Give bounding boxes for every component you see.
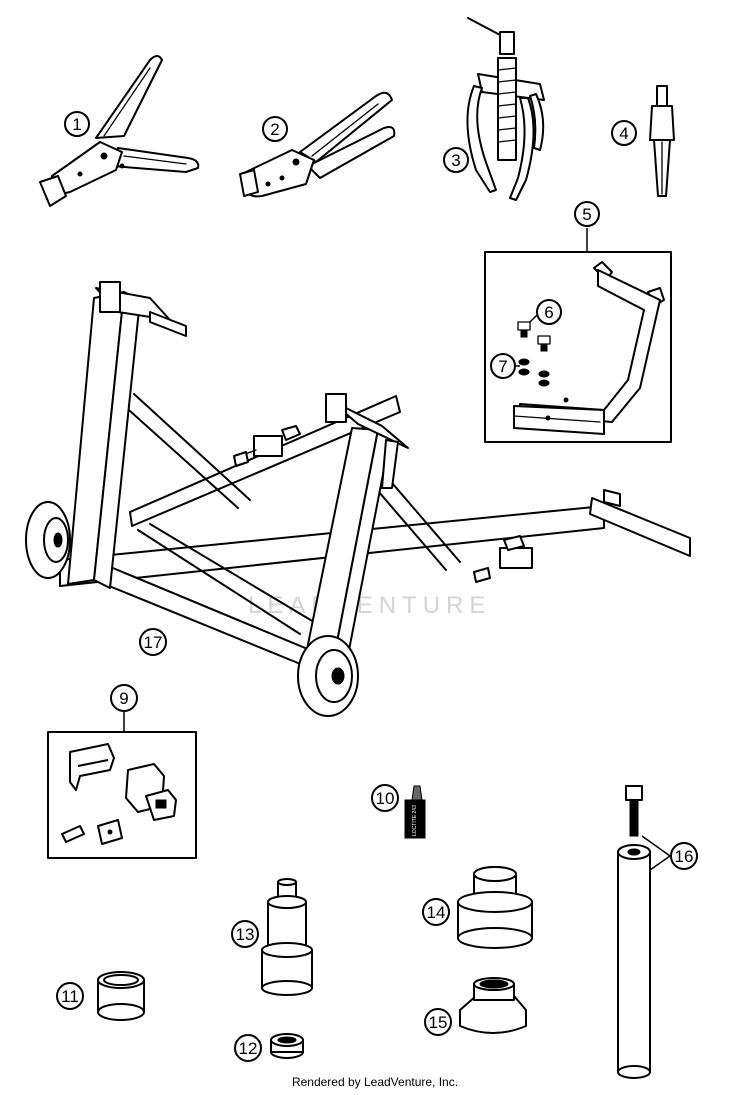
part-16-tube	[617, 785, 651, 1079]
callout-3: 3	[443, 147, 469, 173]
part-12-nut	[270, 1033, 304, 1059]
part-3-puller	[466, 17, 545, 201]
svg-text:16: 16	[675, 847, 694, 866]
part-9-mount-box	[47, 731, 197, 859]
svg-text:13: 13	[236, 925, 255, 944]
callout-7: 7	[490, 353, 516, 379]
part-15-cup-bushing	[459, 977, 527, 1034]
svg-text:5: 5	[582, 205, 591, 224]
part-14-bushing	[457, 866, 533, 949]
callout-4: 4	[611, 120, 637, 146]
part-5-bracket-box	[484, 251, 672, 443]
part-1-hose-clamp-pliers	[39, 55, 200, 207]
svg-text:15: 15	[429, 1013, 448, 1032]
svg-text:6: 6	[544, 303, 553, 322]
callout-13: 13	[231, 920, 259, 948]
callout-2: 2	[262, 116, 288, 142]
callout-1: 1	[64, 111, 90, 137]
svg-text:10: 10	[376, 789, 395, 808]
part-10-threadlocker: LOCTITE 243	[404, 785, 426, 839]
svg-text:11: 11	[61, 987, 79, 1006]
svg-text:17: 17	[144, 633, 163, 652]
svg-text:14: 14	[427, 903, 446, 922]
callout-11: 11	[56, 982, 84, 1010]
svg-text:2: 2	[270, 120, 279, 139]
svg-text:7: 7	[498, 357, 507, 376]
svg-text:9: 9	[119, 689, 128, 708]
part-17-work-stand	[25, 281, 691, 717]
leader-16	[641, 835, 671, 871]
svg-text:3: 3	[451, 151, 460, 170]
callout-9: 9	[110, 684, 138, 712]
part-4-drift	[649, 85, 675, 197]
part-13-mandrel	[261, 878, 313, 996]
svg-text:LOCTITE 243: LOCTITE 243	[412, 805, 418, 836]
callout-6: 6	[536, 299, 562, 325]
svg-text:1: 1	[72, 115, 81, 134]
footer-credit: Rendered by LeadVenture, Inc.	[292, 1075, 458, 1089]
svg-text:12: 12	[239, 1039, 258, 1058]
callout-16: 16	[670, 842, 698, 870]
callout-10: 10	[371, 784, 399, 812]
svg-text:4: 4	[619, 124, 628, 143]
callout-5: 5	[574, 201, 600, 227]
callout-14: 14	[422, 898, 450, 926]
callout-15: 15	[424, 1008, 452, 1036]
callout-12: 12	[234, 1034, 262, 1062]
part-11-ring	[97, 971, 145, 1021]
part-2-clip-pliers	[239, 91, 396, 198]
callout-17: 17	[139, 628, 167, 656]
